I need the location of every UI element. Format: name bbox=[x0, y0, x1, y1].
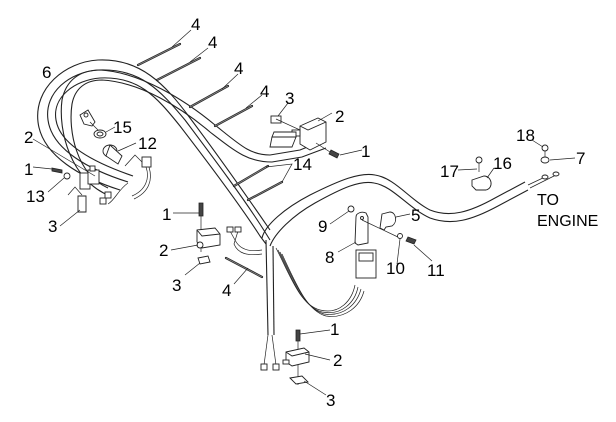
regulator-assembly bbox=[329, 205, 433, 279]
callout-screw-left: 1 bbox=[24, 160, 33, 179]
callout-ignition-switch: 12 bbox=[138, 134, 157, 153]
top-switch-assembly bbox=[269, 102, 363, 159]
callout-harness-main: 6 bbox=[42, 63, 51, 82]
engine-end-wires bbox=[527, 171, 560, 189]
callout-nut: 9 bbox=[318, 217, 327, 236]
callout-bolt-clip: 17 bbox=[440, 162, 459, 181]
callout-bolt-ground: 18 bbox=[516, 126, 535, 145]
callout-tie-5: 4 bbox=[222, 281, 231, 300]
callout-washer-ground: 7 bbox=[576, 149, 585, 168]
clip-ground-assembly bbox=[457, 139, 576, 191]
callout-tie-1: 4 bbox=[191, 15, 200, 34]
cable-tie-5 bbox=[224, 256, 264, 285]
left-switch-assembly bbox=[32, 138, 100, 227]
mid-switch-assembly bbox=[170, 202, 221, 276]
callout-clip: 16 bbox=[493, 154, 512, 173]
ignition-assembly bbox=[79, 109, 152, 205]
callout-tie-3: 4 bbox=[234, 59, 243, 78]
callout-bracket-bottom: 3 bbox=[326, 391, 335, 410]
callout-bolt-reg: 11 bbox=[427, 261, 445, 280]
callout-key: 15 bbox=[113, 118, 132, 137]
regulator-wires bbox=[275, 247, 365, 317]
callout-switch-top: 2 bbox=[335, 107, 344, 126]
cable-ties-pair bbox=[232, 163, 293, 202]
callout-bracket-left: 3 bbox=[48, 217, 57, 236]
cable-tie-4 bbox=[213, 94, 263, 128]
callout-labels: 4 4 4 4 4 6 3 2 1 15 12 2 1 13 3 14 1 2 … bbox=[24, 15, 598, 410]
callout-switch-mid: 2 bbox=[159, 241, 168, 260]
callout-tie-2: 4 bbox=[208, 33, 217, 52]
bottom-switch-assembly bbox=[282, 329, 331, 396]
callout-screw-top: 1 bbox=[361, 142, 370, 161]
cable-tie-1 bbox=[136, 29, 192, 67]
mid-switch-wires bbox=[226, 226, 263, 256]
engine-label-to: TO bbox=[537, 192, 559, 209]
callout-screw-bottom: 1 bbox=[330, 320, 339, 339]
callout-tie-4: 4 bbox=[260, 82, 269, 101]
callout-clamp: 5 bbox=[411, 206, 420, 225]
callout-washer-left: 13 bbox=[26, 187, 45, 206]
callout-washer-reg: 10 bbox=[386, 259, 405, 278]
callout-regulator: 8 bbox=[325, 248, 334, 267]
cable-tie-3 bbox=[188, 73, 239, 109]
callout-ties-pair: 14 bbox=[293, 155, 312, 174]
callout-screw-mid: 1 bbox=[162, 205, 171, 224]
cable-tie-2 bbox=[155, 47, 209, 82]
callout-switch-left: 2 bbox=[24, 128, 33, 147]
main-harness bbox=[37, 59, 529, 336]
callout-switch-bottom: 2 bbox=[333, 351, 342, 370]
engine-label-engine: ENGINE bbox=[537, 213, 598, 230]
bottom-connectors bbox=[260, 334, 280, 371]
callout-bracket-top: 3 bbox=[285, 89, 294, 108]
callout-bracket-mid: 3 bbox=[172, 276, 181, 295]
